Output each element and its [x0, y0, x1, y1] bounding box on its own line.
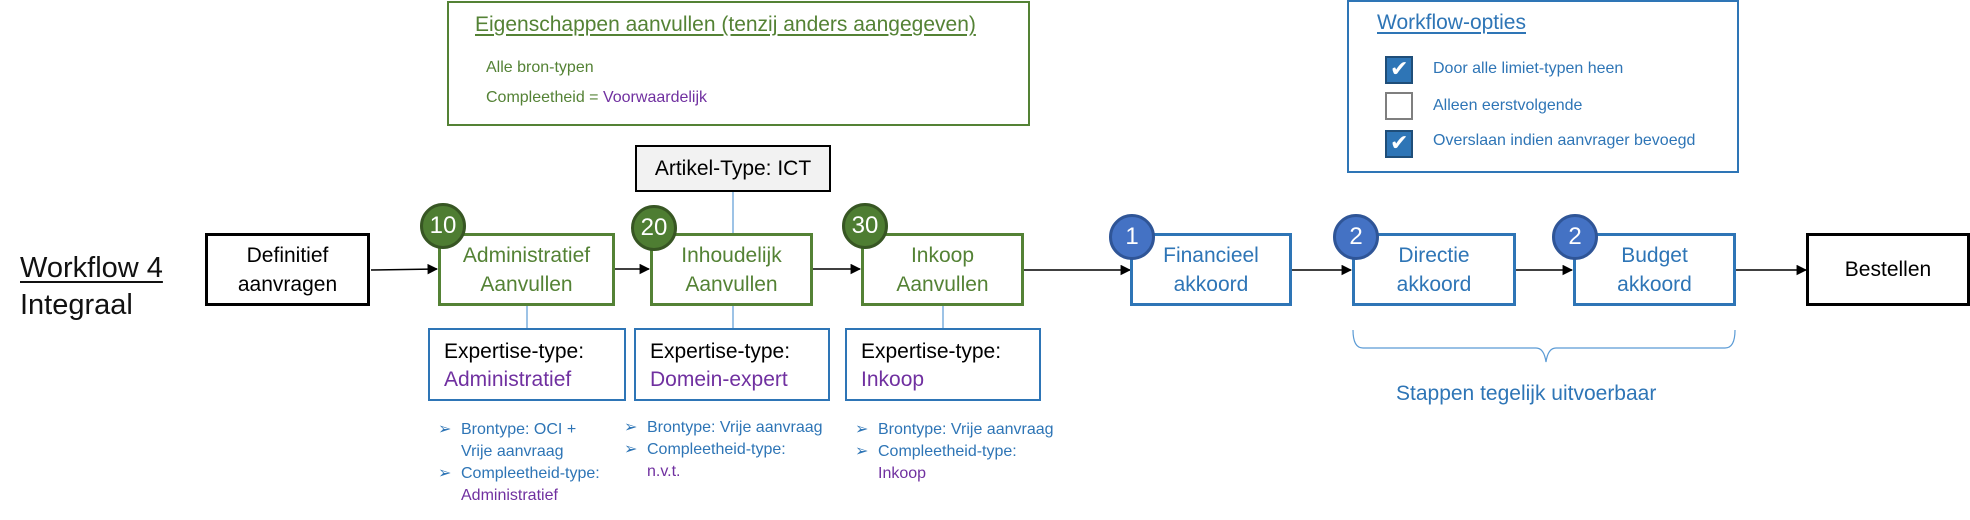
badge-budget: 2 — [1552, 214, 1598, 260]
step-inhoudelijk[interactable]: Inhoudelijk Aanvullen — [650, 233, 813, 306]
arrow-bullet-icon: ➢ — [855, 421, 869, 438]
workflow-options-title: Workflow-opties — [1377, 11, 1526, 34]
expertise-key: Expertise-type: — [861, 340, 1002, 363]
badge-directie: 2 — [1333, 214, 1379, 260]
option-checkbox-all-limits[interactable]: ✔ — [1385, 56, 1413, 84]
step-budget-label: Budget akkoord — [1617, 243, 1692, 296]
check-icon: ✔ — [1390, 130, 1409, 155]
properties-line1: Alle bron-typen — [486, 59, 594, 76]
option-label-next-only: Alleen eerstvolgende — [1433, 97, 1583, 114]
bullets-inkoop: ➢Brontype: Vrije aanvraag ➢Compleetheid-… — [851, 419, 1081, 485]
bullets-inhoudelijk: ➢Brontype: Vrije aanvraag ➢Compleetheid-… — [620, 417, 850, 483]
step-administratief[interactable]: Administratief Aanvullen — [438, 233, 615, 306]
arrow-bullet-icon: ➢ — [438, 421, 452, 438]
step-administratief-label: Administratief Aanvullen — [462, 243, 591, 296]
badge-step-10: 10 — [420, 203, 466, 249]
option-checkbox-skip-authorized[interactable]: ✔ — [1385, 130, 1413, 158]
parallel-steps-note: Stappen tegelijk uitvoerbaar — [1396, 382, 1657, 405]
properties-panel-title: Eigenschappen aanvullen (tenzij anders a… — [475, 13, 976, 36]
workflow-title: Workflow 4 Integraal — [20, 252, 163, 322]
option-checkbox-next-only[interactable] — [1385, 92, 1413, 120]
properties-line2: Compleetheid = Voorwaardelijk — [486, 89, 707, 107]
step-inhoudelijk-label: Inhoudelijk Aanvullen — [681, 243, 782, 296]
step-start-label: Definitief aanvragen — [237, 243, 338, 296]
article-type-box: Artikel-Type: ICT — [635, 145, 831, 192]
step-directie[interactable]: Directie akkoord — [1352, 233, 1516, 306]
expertise-box-administratief: Expertise-type: Administratief — [428, 328, 626, 401]
expertise-key: Expertise-type: — [444, 340, 585, 363]
step-inkoop-label: Inkoop Aanvullen — [896, 243, 989, 296]
properties-line2-label: Compleetheid = — [486, 89, 603, 106]
badge-step-20: 20 — [631, 205, 677, 251]
arrow-bullet-icon: ➢ — [624, 441, 638, 458]
check-icon: ✔ — [1390, 56, 1409, 81]
expertise-box-inkoop: Expertise-type: Inkoop — [845, 328, 1041, 401]
properties-line2-value: Voorwaardelijk — [602, 89, 708, 106]
expertise-value: Inkoop — [861, 368, 925, 391]
properties-panel: Eigenschappen aanvullen (tenzij anders a… — [447, 1, 1030, 126]
arrow-bullet-icon: ➢ — [624, 419, 638, 436]
expertise-value: Domein-expert — [650, 368, 788, 391]
step-end[interactable]: Bestellen — [1806, 233, 1970, 306]
workflow-options-panel: Workflow-opties ✔ Door alle limiet-typen… — [1347, 0, 1739, 173]
bullets-administratief: ➢Brontype: OCI + Vrije aanvraag ➢Complee… — [434, 419, 624, 507]
option-label-skip-authorized: Overslaan indien aanvrager bevoegd — [1433, 132, 1696, 149]
step-inkoop[interactable]: Inkoop Aanvullen — [861, 233, 1024, 306]
list-item: ➢Brontype: Vrije aanvraag — [851, 419, 1081, 441]
badge-step-30: 30 — [842, 203, 888, 249]
step-directie-label: Directie akkoord — [1396, 243, 1472, 296]
parallel-brace — [1352, 329, 1736, 363]
step-end-label: Bestellen — [1844, 258, 1932, 281]
workflow-title-line1: Workflow 4 — [20, 252, 163, 284]
expertise-value: Administratief — [444, 368, 572, 391]
list-item: ➢Brontype: Vrije aanvraag — [620, 417, 850, 439]
arrow-start-to-step10 — [370, 263, 439, 275]
step-start[interactable]: Definitief aanvragen — [205, 233, 370, 306]
step-budget[interactable]: Budget akkoord — [1573, 233, 1736, 306]
step-financieel[interactable]: Financieel akkoord — [1130, 233, 1292, 306]
badge-financieel: 1 — [1109, 214, 1155, 260]
expertise-box-inhoudelijk: Expertise-type: Domein-expert — [634, 328, 830, 401]
list-item: ➢Compleetheid-type:Inkoop — [855, 443, 1017, 482]
step-financieel-label: Financieel akkoord — [1163, 243, 1259, 296]
option-label-all-limits: Door alle limiet-typen heen — [1433, 60, 1624, 77]
expertise-key: Expertise-type: — [650, 340, 791, 363]
arrow-bullet-icon: ➢ — [855, 443, 869, 460]
article-type-label: Artikel-Type: ICT — [654, 157, 812, 180]
list-item: ➢Brontype: OCI + Vrije aanvraag — [438, 421, 577, 460]
list-item: ➢Compleetheid-type:Administratief — [438, 465, 600, 504]
arrow-bullet-icon: ➢ — [438, 465, 452, 482]
list-item: ➢Compleetheid-type:n.v.t. — [624, 441, 786, 480]
workflow-title-line2: Integraal — [20, 289, 133, 321]
